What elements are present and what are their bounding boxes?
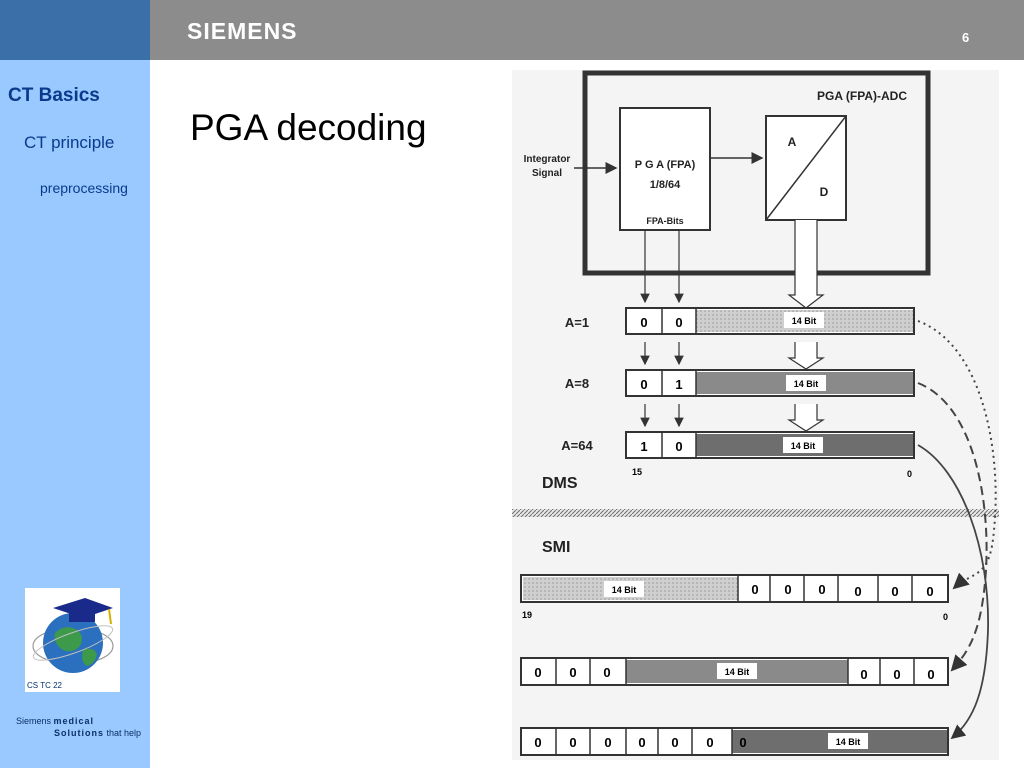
bit-label-a8: 14 Bit [794, 379, 819, 389]
pga-gains: 1/8/64 [650, 179, 681, 191]
footer-tagline: Siemens medical Solutions that help [16, 715, 141, 739]
smi3-zero-5: 0 [671, 735, 678, 750]
smi-msb-index: 19 [522, 610, 532, 620]
smi2-zero-1: 0 [534, 665, 541, 680]
adc-frame [582, 70, 931, 276]
smi1-zero-4: 0 [854, 584, 861, 599]
dms-row-a1: A=1 0 0 14 Bit [565, 307, 915, 335]
fpa-bits-label: FPA-Bits [646, 216, 683, 226]
smi3-zero-2: 0 [569, 735, 576, 750]
adc-d-label: D [820, 185, 829, 199]
dms-label: DMS [542, 475, 578, 492]
footer-text-bold: medical [53, 716, 95, 726]
nav-level3-preprocessing[interactable]: preprocessing [40, 180, 128, 196]
mapping-a1-dotted [917, 320, 997, 590]
gain-label-a64: A=64 [561, 438, 593, 453]
smi1-zero-2: 0 [784, 582, 791, 597]
smi3-zero-3: 0 [604, 735, 611, 750]
bit-label-a1: 14 Bit [792, 316, 817, 326]
bit-label-smi2: 14 Bit [725, 667, 750, 677]
bit-label-smi3: 14 Bit [836, 737, 861, 747]
footer-text: Siemens [16, 716, 54, 726]
bit15-a1: 0 [640, 315, 647, 330]
bit15-a8: 0 [640, 377, 647, 392]
smi-row-2: 0 0 0 14 Bit 0 0 0 [520, 657, 949, 686]
smi1-zero-6: 0 [926, 584, 933, 599]
smi2-zero-4: 0 [860, 667, 867, 682]
bit14-a8: 1 [675, 377, 682, 392]
dms-row-a8: A=8 0 1 14 Bit [565, 369, 915, 397]
top-bar-accent [0, 0, 150, 60]
signal-label: Signal [532, 168, 562, 179]
bit14-a64: 0 [675, 439, 682, 454]
smi1-zero-3: 0 [818, 582, 825, 597]
smi1-zero-1: 0 [751, 582, 758, 597]
nav-level2-ct-principle[interactable]: CT principle [24, 133, 115, 152]
gain-label-a1: A=1 [565, 315, 589, 330]
page-number: 6 [962, 30, 970, 45]
smi1-zero-5: 0 [891, 584, 898, 599]
mapping-a8-dashed [917, 382, 988, 672]
globe-logo: CS TC 22 [25, 588, 120, 692]
dms-smi-separator [512, 509, 999, 517]
pga-diagram-svg: PGA (FPA)-ADC Integrator Signal P G A (F… [512, 70, 999, 760]
slide-title: PGA decoding [190, 107, 427, 148]
brand-logo-text: SIEMENS [187, 18, 298, 44]
dms-row-a64: A=64 1 0 14 Bit [561, 431, 915, 459]
nav-level1-ct-basics[interactable]: CT Basics [8, 85, 100, 106]
bit14-a1: 0 [675, 315, 682, 330]
dms-lsb-index: 0 [907, 469, 912, 479]
mapping-a64-solid [917, 444, 989, 740]
top-bar [0, 0, 1024, 60]
integrator-label: Integrator [524, 154, 571, 165]
ad-diagonal [765, 115, 847, 221]
footer-text-2: that help [104, 728, 142, 738]
smi2-zero-2: 0 [569, 665, 576, 680]
adc-a-label: A [788, 135, 797, 149]
dms-msb-index: 15 [632, 467, 642, 477]
smi2-zero-5: 0 [893, 667, 900, 682]
smi-label: SMI [542, 539, 570, 556]
smi3-zero-1: 0 [534, 735, 541, 750]
pga-label: P G A (FPA) [635, 159, 696, 171]
smi3-zero-6: 0 [706, 735, 713, 750]
adc-label: PGA (FPA)-ADC [817, 89, 907, 103]
globe-graduation-icon [32, 598, 114, 673]
bit15-a64: 1 [640, 439, 647, 454]
bit-label-a64: 14 Bit [791, 441, 816, 451]
diagram-background [512, 70, 999, 760]
smi2-zero-3: 0 [603, 665, 610, 680]
bit-label-smi1: 14 Bit [612, 585, 637, 595]
pga-box [619, 107, 711, 231]
logo-caption: CS TC 22 [27, 681, 62, 690]
smi3-zero-4: 0 [638, 735, 645, 750]
pga-decoding-diagram: PGA (FPA)-ADC Integrator Signal P G A (F… [512, 70, 999, 760]
smi-row-1: 14 Bit 0 0 0 0 0 0 [520, 574, 949, 603]
gain-label-a8: A=8 [565, 376, 589, 391]
smi2-zero-6: 0 [927, 667, 934, 682]
smi3-zero-7: 0 [739, 735, 746, 750]
smi-row-3: 0 0 0 0 0 0 0 14 Bit [520, 727, 949, 756]
smi-lsb-index: 0 [943, 612, 948, 622]
footer-text-bold-2: Solutions [54, 728, 104, 738]
